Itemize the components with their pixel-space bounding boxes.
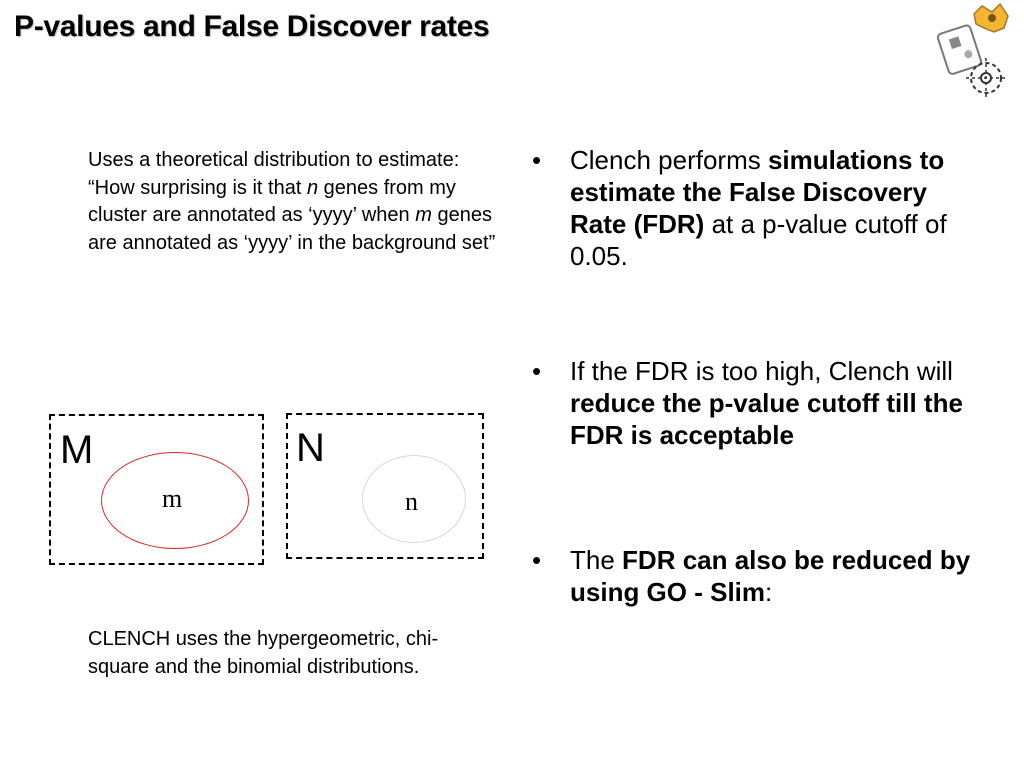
slide-title: P-values and False Discover rates — [14, 10, 490, 43]
bullet-3-bold: FDR can also be reduced by using GO - Sl… — [570, 545, 971, 607]
bullet-item-reduce-cutoff: If the FDR is too high, Clench will redu… — [530, 355, 990, 451]
bullet-item-go-slim: The FDR can also be reduced by using GO … — [530, 544, 990, 608]
set-m-label: M — [60, 428, 94, 472]
subset-m-label: m — [162, 484, 183, 513]
clench-logo-icon — [936, 2, 1009, 100]
bullet-2-text-1: If the FDR is too high, Clench will — [570, 356, 953, 386]
subset-n-label: n — [405, 487, 418, 516]
bullet-1-bold: simulations to estimate the False Discov… — [570, 145, 945, 239]
intro-var-m: m — [415, 204, 432, 226]
intro-text-3: genes are annotated as ‘yyyy’ in the bac… — [88, 204, 496, 254]
bullet-3-text-1: The — [570, 545, 623, 575]
bullet-item-simulations: Clench performs simulations to estimate … — [530, 144, 990, 272]
set-n-label: N — [296, 426, 325, 470]
bullet-1-text-1: Clench performs — [570, 145, 768, 175]
intro-var-n: n — [306, 176, 319, 199]
bullet-1-text-2: at a p-value cutoff of 0.05. — [570, 209, 947, 271]
outro-paragraph: CLENCH uses the hypergeometric, chi-squa… — [88, 628, 439, 678]
set-n-dashed-box — [286, 413, 484, 559]
subset-m-ellipse — [101, 452, 249, 549]
subset-n-ellipse — [362, 455, 466, 543]
intro-text-1: Uses a theoretical distribution to estim… — [88, 149, 460, 199]
bullet-list: Clench performs simulations to estimate … — [530, 144, 990, 608]
intro-paragraph: Uses a theoretical distribution to estim… — [88, 147, 498, 257]
bullet-3-text-2: : — [765, 577, 773, 607]
bullet-2-bold: reduce the p-value cutoff till the FDR i… — [570, 388, 963, 450]
intro-text-2: genes from my cluster are annotated as ‘… — [88, 176, 456, 227]
set-m-dashed-box — [49, 414, 264, 565]
